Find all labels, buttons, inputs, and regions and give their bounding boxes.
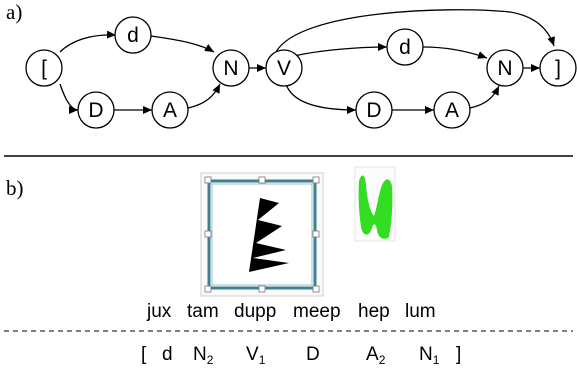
graph-2-nodes: V d D A N ] — [265, 28, 577, 129]
green-shape-image — [354, 166, 396, 242]
node-V: V — [265, 49, 303, 87]
green-wave-shape — [358, 175, 393, 239]
tag-A2: A2 — [366, 344, 386, 367]
node-close-bracket: ] — [539, 49, 577, 87]
tag-V1: V1 — [246, 344, 266, 367]
tag-d: d — [162, 344, 173, 365]
node-N: N — [212, 49, 250, 87]
edge-open-to-d — [59, 30, 117, 53]
node-label: A — [445, 99, 459, 122]
node-d: d — [386, 28, 424, 66]
node-D: D — [77, 91, 115, 129]
node-label: V — [277, 57, 291, 80]
edge-A-to-N — [187, 83, 221, 109]
panel-a-label: a) — [6, 0, 23, 24]
node-label: A — [163, 99, 177, 122]
tag-N2: N2 — [193, 344, 214, 367]
node-label: d — [127, 24, 139, 47]
word: meep — [293, 301, 341, 322]
edge-V-to-close-top — [275, 9, 555, 53]
edge-A-to-N — [469, 85, 500, 109]
tag-open-bracket: [ — [141, 344, 147, 365]
word: hep — [358, 301, 390, 322]
node-d: d — [114, 16, 152, 54]
node-N: N — [486, 49, 524, 87]
node-A: A — [433, 91, 471, 129]
node-label: D — [366, 99, 381, 122]
word: jux — [147, 301, 172, 322]
word: dupp — [234, 301, 277, 322]
node-label: N — [223, 57, 238, 80]
edge-V-to-D — [285, 83, 357, 114]
graph-1 — [59, 30, 221, 114]
node-D: D — [355, 91, 393, 129]
tag-N1: N1 — [419, 344, 440, 367]
word: tam — [187, 301, 219, 322]
node-label: ] — [555, 57, 561, 80]
tag-D: D — [306, 344, 320, 365]
node-label: N — [497, 57, 512, 80]
node-label: D — [88, 99, 103, 122]
node-open-bracket: [ — [25, 49, 63, 87]
node-A: A — [151, 91, 189, 129]
edge-d-to-N — [150, 35, 215, 53]
word: lum — [405, 301, 436, 322]
tags-line: [ d N2 V1 D A2 N1 ] — [0, 344, 577, 368]
edge-open-to-D — [59, 83, 79, 114]
tag-close-bracket: ] — [456, 344, 462, 365]
edge-V-to-d — [293, 43, 388, 57]
node-label: d — [399, 36, 411, 59]
node-label: [ — [41, 57, 47, 80]
resize-handles — [204, 176, 320, 293]
black-sawtooth-shape — [249, 198, 289, 272]
selected-image-frame[interactable] — [200, 172, 324, 297]
graph-2 — [275, 9, 555, 114]
panel-b-label: b) — [6, 176, 24, 200]
edge-d-to-N — [422, 46, 488, 59]
graph-1-nodes: [ d D A N — [25, 16, 250, 129]
